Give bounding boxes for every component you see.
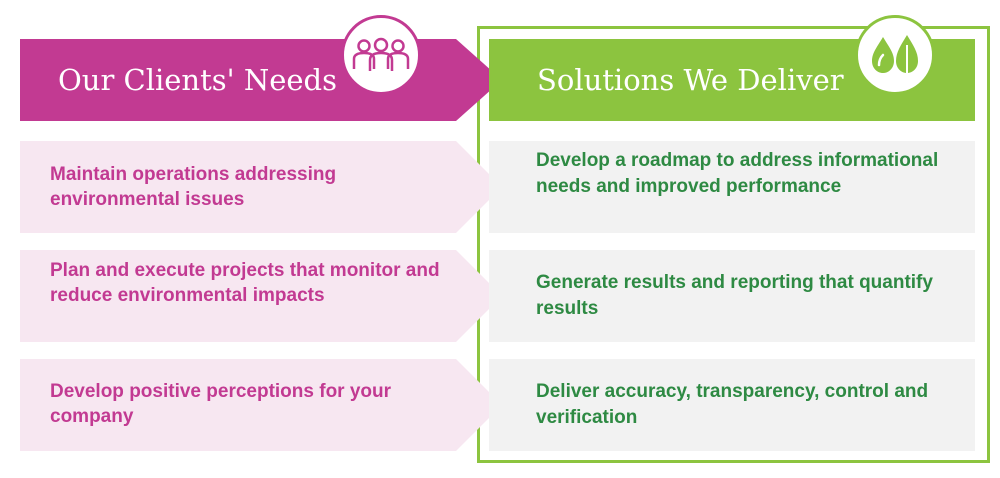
client-need-text: Develop positive perceptions for your co… bbox=[50, 381, 392, 427]
water-leaf-icon bbox=[855, 15, 935, 95]
solutions-title: Solutions We Deliver bbox=[537, 63, 844, 97]
client-need-row-2: Plan and execute projects that monitor a… bbox=[20, 250, 502, 342]
solution-row-1: Develop a roadmap to address information… bbox=[489, 141, 975, 233]
client-need-text: Maintain operations addressing environme… bbox=[50, 164, 337, 210]
solution-text: Develop a roadmap to address information… bbox=[536, 150, 939, 197]
solution-row-3: Deliver accuracy, transparency, control … bbox=[489, 359, 975, 451]
client-need-row-1: Maintain operations addressing environme… bbox=[20, 141, 502, 233]
client-need-text: Plan and execute projects that monitor a… bbox=[50, 260, 440, 306]
clients-needs-title: Our Clients' Needs bbox=[58, 63, 337, 97]
solution-row-2: Generate results and reporting that quan… bbox=[489, 250, 975, 342]
solution-text: Generate results and reporting that quan… bbox=[536, 272, 933, 319]
client-need-row-3: Develop positive perceptions for your co… bbox=[20, 359, 502, 451]
clients-needs-header: Our Clients' Needs bbox=[20, 39, 502, 121]
solution-text: Deliver accuracy, transparency, control … bbox=[536, 381, 929, 428]
people-icon bbox=[341, 15, 421, 95]
